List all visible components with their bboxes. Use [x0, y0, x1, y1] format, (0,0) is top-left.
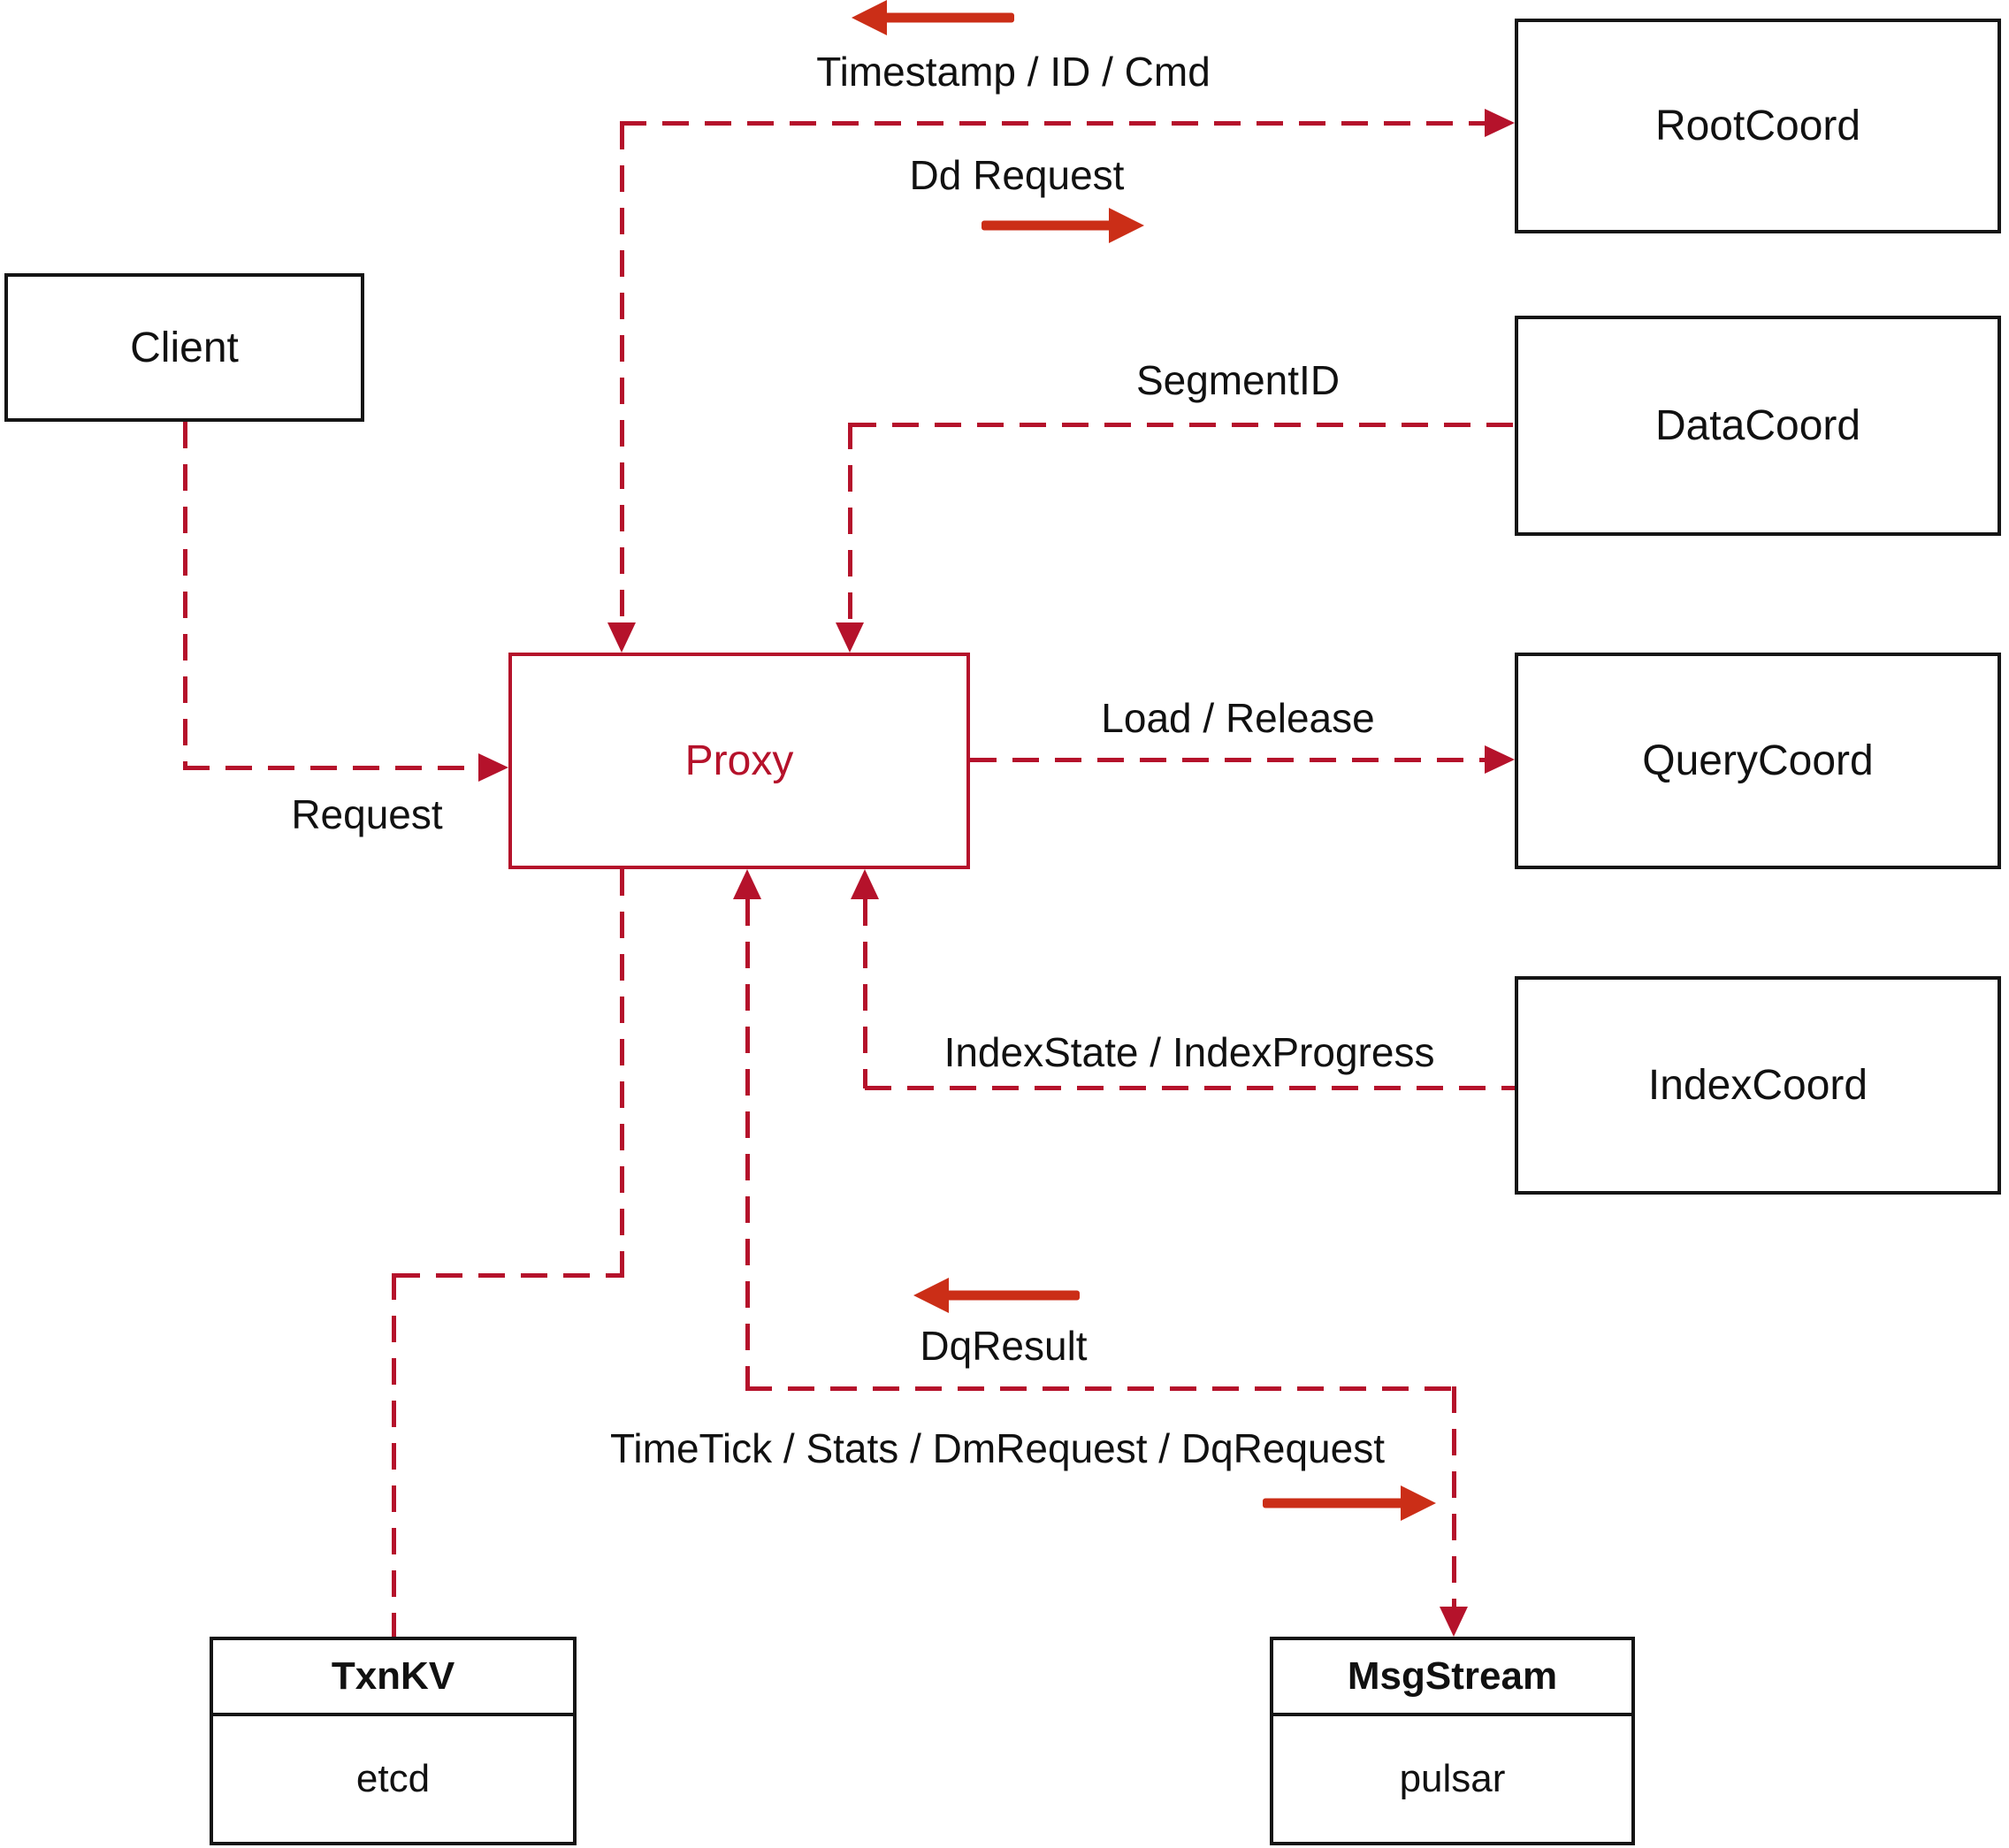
edge-proxy-msgstream-vertical-1: [745, 899, 750, 1388]
node-datacoord: DataCoord: [1515, 316, 2001, 536]
edge-label-segment-id: SegmentID: [1135, 357, 1341, 403]
edge-proxy-querycoord-horizontal: [970, 758, 1485, 762]
node-rootcoord: RootCoord: [1515, 19, 2001, 233]
arrowhead-into-rootcoord-icon: [1485, 109, 1515, 137]
node-client: Client: [4, 273, 364, 422]
node-indexcoord: IndexCoord: [1515, 976, 2001, 1195]
node-txnkv-impl: etcd: [355, 1757, 431, 1800]
arrowhead-into-proxy-bottom-left-icon: [733, 869, 761, 899]
edge-label-dd-request: Dd Request: [909, 152, 1125, 198]
edge-label-request: Request: [291, 791, 443, 837]
node-client-label: Client: [130, 324, 239, 371]
node-querycoord-label: QueryCoord: [1642, 737, 1874, 784]
edge-indexcoord-proxy-horizontal: [865, 1086, 1515, 1090]
node-txnkv: TxnKV etcd: [210, 1637, 577, 1845]
arrowhead-into-querycoord-icon: [1485, 745, 1515, 774]
arrowhead-into-proxy-top-right-icon: [836, 622, 864, 653]
edge-proxy-rootcoord-vertical: [620, 123, 624, 622]
dq-result-direction-arrow-icon: [913, 1278, 1080, 1313]
node-msgstream: MsgStream pulsar: [1270, 1637, 1635, 1845]
edge-label-time-tick: TimeTick / Stats / DmRequest / DqRequest: [610, 1425, 1385, 1471]
node-datacoord-label: DataCoord: [1654, 402, 1861, 449]
node-msgstream-title: MsgStream: [1273, 1640, 1631, 1716]
edge-client-proxy-vertical: [183, 422, 187, 768]
edge-proxy-rootcoord-horizontal: [620, 121, 1485, 126]
edge-proxy-txnkv-vertical-1: [620, 869, 624, 1276]
timestamp-direction-arrow-icon: [852, 0, 1014, 35]
node-msgstream-impl: pulsar: [1399, 1757, 1506, 1800]
edge-label-dq-result: DqResult: [920, 1323, 1088, 1369]
node-indexcoord-label: IndexCoord: [1647, 1062, 1868, 1109]
arrowhead-into-msgstream-icon: [1440, 1607, 1468, 1637]
time-tick-direction-arrow-icon: [1263, 1485, 1436, 1521]
edge-datacoord-proxy-vertical: [848, 423, 852, 622]
node-txnkv-title: TxnKV: [213, 1640, 573, 1716]
node-proxy: Proxy: [508, 653, 970, 869]
edge-label-timestamp: Timestamp / ID / Cmd: [816, 49, 1211, 95]
node-querycoord: QueryCoord: [1515, 653, 2001, 869]
node-rootcoord-label: RootCoord: [1654, 103, 1861, 149]
dd-request-direction-arrow-icon: [982, 208, 1144, 243]
edge-proxy-txnkv-vertical-2: [392, 1273, 396, 1637]
arrowhead-into-proxy-bottom-right-icon: [851, 869, 879, 899]
edge-indexcoord-proxy-vertical: [863, 899, 867, 1088]
node-proxy-label: Proxy: [684, 737, 794, 784]
edge-client-proxy-horizontal: [183, 766, 478, 770]
edge-proxy-msgstream-vertical-2: [1452, 1386, 1456, 1607]
arrowhead-into-proxy-left-icon: [478, 753, 508, 782]
edge-proxy-msgstream-horizontal: [745, 1386, 1456, 1391]
edge-proxy-txnkv-horizontal: [393, 1273, 624, 1278]
edge-label-index-state: IndexState / IndexProgress: [943, 1029, 1435, 1075]
edge-datacoord-proxy-horizontal: [850, 423, 1515, 427]
edge-label-load-release: Load / Release: [1101, 695, 1375, 741]
arrowhead-into-proxy-top-left-icon: [607, 622, 636, 653]
